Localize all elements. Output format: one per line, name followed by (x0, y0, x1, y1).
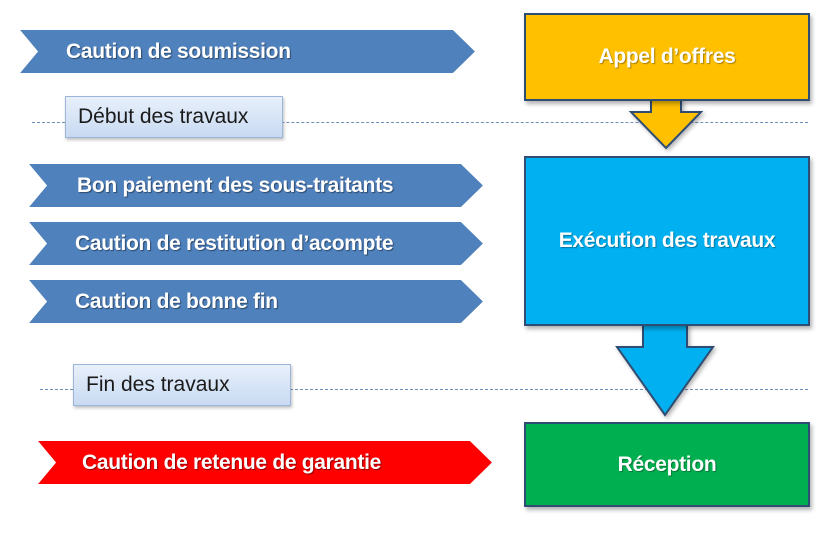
arrow-execution-to-reception (615, 324, 715, 417)
note-debut-travaux: Début des travaux (65, 96, 283, 138)
note-fin-travaux: Fin des travaux (73, 364, 291, 406)
arrow-appel-to-execution (628, 99, 704, 150)
stage-execution-travaux: Exécution des travaux (524, 156, 810, 326)
stage-label: Exécution des travaux (558, 229, 776, 252)
chevron-caution-bonne-fin: Caution de bonne fin (29, 280, 483, 323)
chevron-shape (29, 280, 483, 323)
chevron-shape (29, 164, 483, 207)
stage-label: Réception (617, 452, 717, 476)
stage-reception: Réception (524, 422, 810, 507)
chevron-caution-soumission: Caution de soumission (20, 30, 475, 73)
chevron-shape (38, 441, 492, 484)
chevron-label: Caution de retenue de garantie (82, 450, 382, 474)
chevron-bon-paiement-sous-traitants: Bon paiement des sous-traitants (29, 164, 483, 207)
chevron-label: Caution de restitution d’acompte (75, 231, 394, 255)
chevron-caution-restitution-acompte: Caution de restitution d’acompte (29, 222, 483, 265)
chevron-shape (20, 30, 475, 73)
chevron-label: Bon paiement des sous-traitants (77, 173, 394, 197)
stage-label: Appel d’offres (598, 45, 736, 68)
chevron-label: Caution de soumission (66, 39, 291, 63)
debut-milestone-line (32, 122, 808, 123)
chevron-caution-retenue-garantie: Caution de retenue de garantie (38, 441, 492, 484)
chevron-shape (29, 222, 483, 265)
fin-milestone-line (40, 389, 808, 390)
stage-appel-offres: Appel d’offres (524, 13, 810, 101)
chevron-label: Caution de bonne fin (75, 289, 278, 313)
